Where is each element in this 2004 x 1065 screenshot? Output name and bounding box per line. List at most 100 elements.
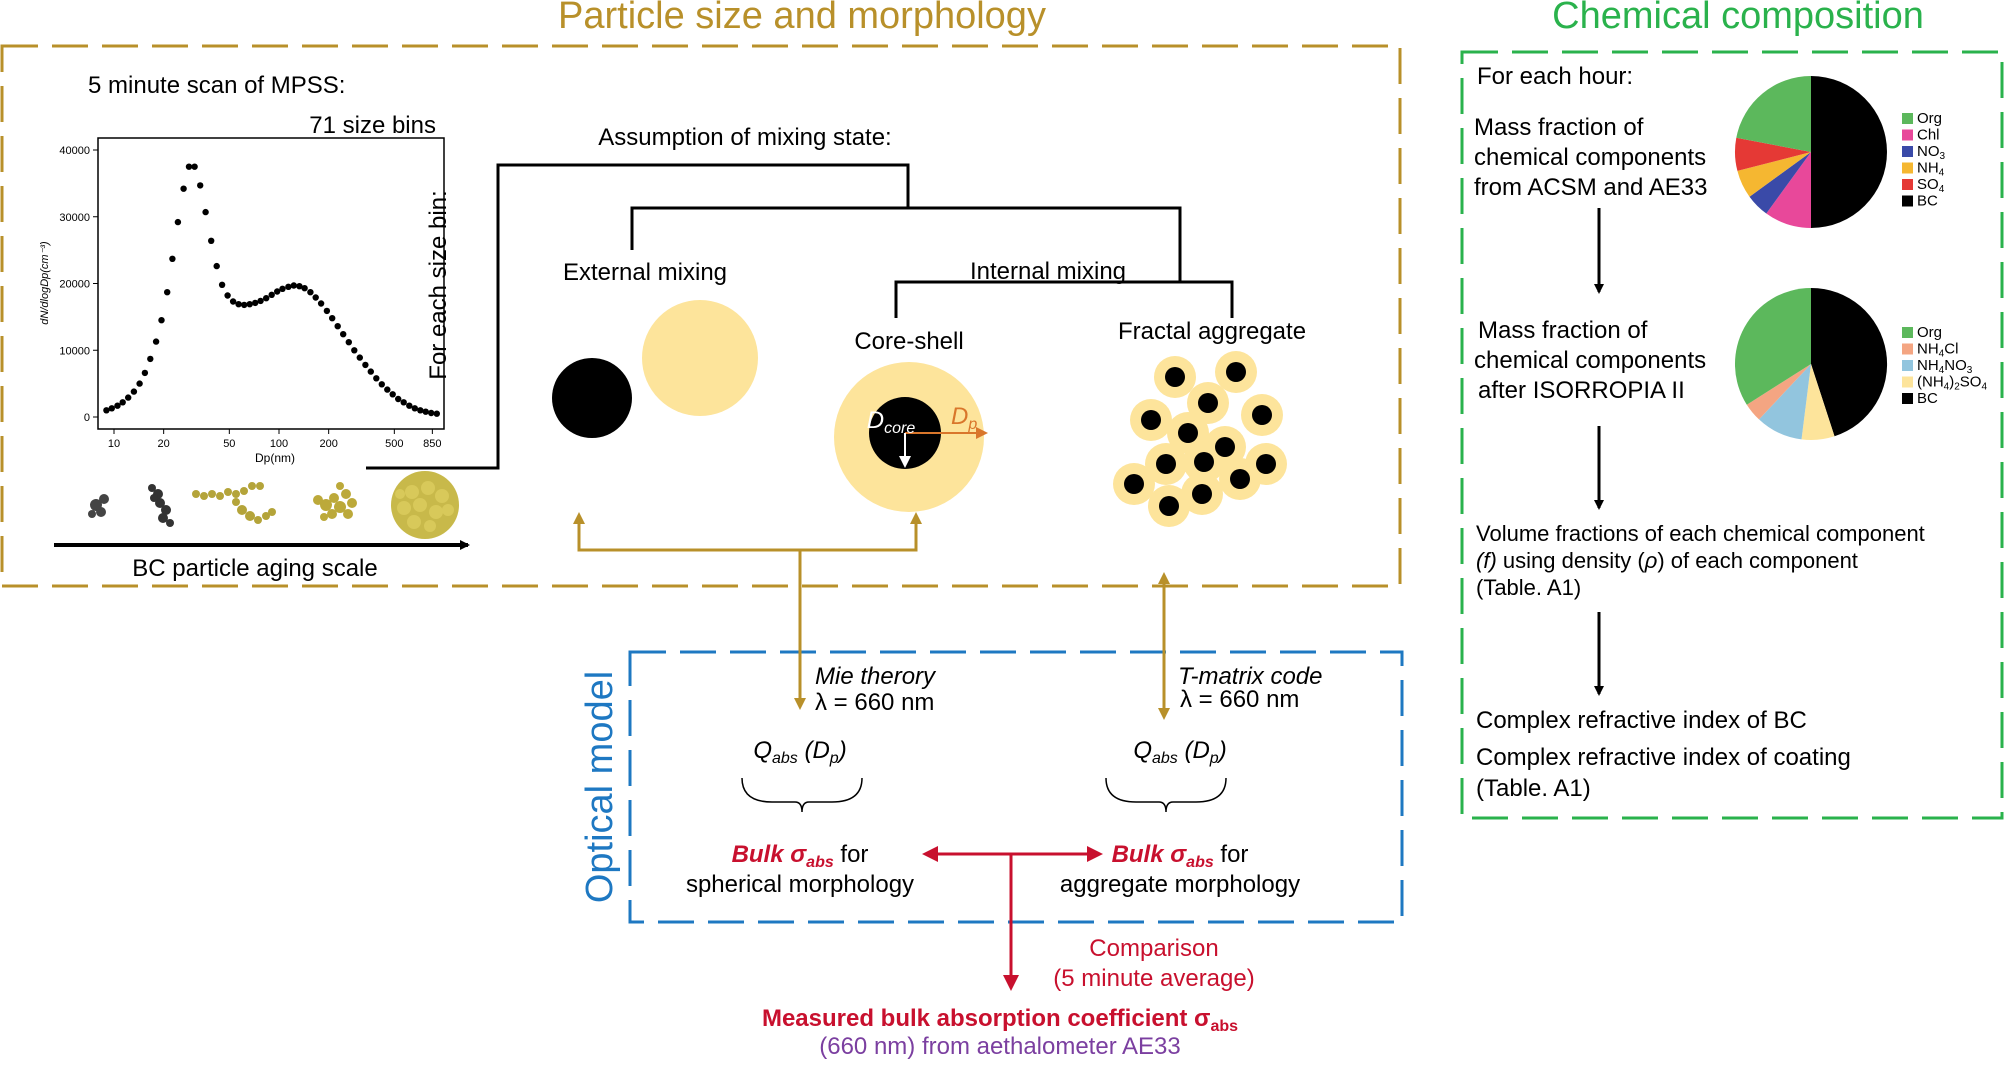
gold-arrowhead-fractal [1158,572,1170,584]
chart-point [378,381,385,388]
step1-line2: chemical components [1474,144,1706,171]
chart-point [428,409,435,417]
pie-slice [1746,364,1811,420]
chart-point [433,410,440,417]
step4-line1: Complex refractive index of BC [1476,707,1807,734]
pie-raw-composition [1734,75,1887,229]
legend-swatch [1902,376,1913,388]
d-core-label: Dcore [867,407,916,437]
chart-point [274,288,281,295]
chart-point [395,395,402,403]
chart-point [362,361,369,369]
mpss-scan-label: 5 minute scan of MPSS: [88,72,345,99]
chart-point [345,339,352,346]
pie-slice [1759,364,1811,440]
legend-swatch [1902,327,1913,338]
tmatrix-label: T-matrix code [1178,663,1323,690]
tmatrix-qabs-label: Qabs (Dp) [1133,737,1226,767]
legend-swatch [1902,393,1913,404]
comparison-label: Comparison [1089,935,1218,962]
step4-line2: Complex refractive index of coating [1476,744,1851,771]
legend-label: Chl [1917,127,1940,144]
gold-arrowhead-core-shell [910,512,922,524]
pie-slice [1801,364,1835,441]
particle-section-title: Particle size and morphology [558,0,1046,37]
chart-point [174,218,182,226]
chart-point [367,368,374,375]
legend-label: NH4Cl [1917,341,1958,360]
aggregate-bc-monomer [1252,405,1272,425]
chart-plot-frame [97,137,445,430]
chart-point [152,338,160,345]
chart-point [406,402,413,409]
aethalometer-label: (660 nm) from aethalometer AE33 [819,1033,1181,1060]
gold-arrowhead-external [573,512,585,524]
chart-point [246,301,253,308]
pie-isorropia-composition [1734,287,1888,441]
bc-chain-particle-icon [148,484,174,527]
chart-y-tick-label: 20000 [59,279,90,291]
chart-point [351,347,358,354]
pie-slice [1811,76,1887,228]
chart-point [323,307,331,315]
chart-point [185,163,193,170]
pie-slice [1734,288,1811,405]
mixing-tree-branch [630,206,1182,282]
bulk-aggregate-label: Bulk σabs for [1112,841,1249,871]
legend-label: Org [1917,324,1942,341]
chart-point [257,297,264,305]
mie-wavelength-label: λ = 660 nm [815,689,934,716]
chart-x-axis-label: Dp(nm) [255,451,295,465]
per-size-bin-label: For each size bin: [425,190,452,379]
chart-point [125,394,132,401]
bc-spherical-coated-icon [391,471,459,539]
aggregate-bc-monomer [1226,362,1246,382]
chart-point [312,294,319,301]
legend-label: BC [1917,193,1938,210]
legend-swatch [1902,343,1913,355]
step2-line3: after ISORROPIA II [1478,377,1685,404]
chart-y-axis-label: dN/dlogDp(cm⁻³) [39,241,51,325]
chart-points [103,163,440,417]
aggregate-bc-monomer [1165,367,1185,387]
chart-point [301,285,308,292]
step1-line3: from ACSM and AE33 [1474,174,1707,201]
comparison-period-label: (5 minute average) [1053,965,1254,992]
chart-point [136,380,143,387]
chart-x-tick-label: 50 [223,438,235,450]
chart-point [114,402,121,409]
chart-point [279,285,286,292]
legend-label: Org [1917,110,1942,127]
chemical-section-box [1460,50,2004,820]
step3-line1: Volume fractions of each chemical compon… [1476,521,1925,546]
legend-label: BC [1917,390,1938,407]
pie-slice [1734,137,1811,171]
chart-point [208,237,215,244]
chart-point [141,369,149,377]
chart-point [202,208,209,216]
external-coating-particle-icon [642,300,758,416]
bc-coated-chain-icon [192,482,276,524]
aggregate-bc-monomer [1230,469,1250,489]
chart-point [373,375,380,382]
step2-line2: chemical components [1474,347,1706,374]
core-shell-particle-icon: Dcore Dp [834,362,988,512]
legend-swatch [1902,146,1913,157]
chart-point [417,407,424,414]
chart-point [252,299,259,307]
pie-slice [1749,152,1811,214]
legend-swatch [1902,129,1913,141]
aggregate-bc-monomer [1141,410,1161,430]
step3-line2: (f) using density (ρ) of each component [1476,548,1858,573]
size-bins-label: 71 size bins [309,112,436,139]
chart-y-tick-label: 0 [84,412,90,424]
comparison-arrowhead-left [922,846,938,862]
chart-point [290,282,297,289]
gold-arrowhead-tmatrix [1158,708,1170,720]
chart-point [103,407,110,414]
fractal-aggregate-particle-icon [1113,351,1287,527]
gold-arrowhead-mie [794,698,806,710]
mie-qabs-label: Qabs (Dp) [753,737,846,767]
